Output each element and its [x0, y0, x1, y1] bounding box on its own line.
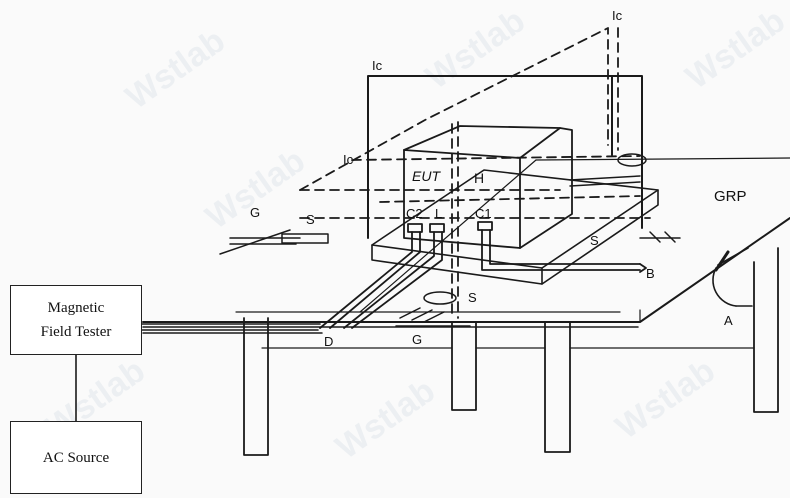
magnetic-field-tester-label-line2: Field Tester	[40, 324, 112, 340]
angle-a-marker	[712, 247, 753, 307]
ground-reference-plane	[142, 157, 790, 334]
magnetic-field-tester-label-line1: Magnetic	[47, 300, 105, 316]
ground-strap-left	[219, 229, 329, 255]
label-eut: EUT	[412, 168, 440, 184]
label-g-left: G	[250, 205, 261, 220]
table-legs	[243, 247, 779, 456]
ground-clamp-top	[569, 153, 647, 187]
label-a: A	[724, 313, 733, 328]
label-h: H	[474, 170, 485, 186]
label-b: B	[646, 266, 655, 281]
ground-clamp-bottom	[395, 291, 471, 327]
tester-cable	[141, 323, 321, 331]
label-ic-left-mid: Ic	[343, 152, 354, 167]
label-d: D	[324, 334, 334, 349]
label-l: L	[435, 206, 443, 221]
induction-loop-dashed	[299, 27, 651, 319]
ac-source-box: AC Source	[10, 421, 142, 494]
label-ic-left-top: Ic	[372, 58, 383, 73]
label-s-bottom: S	[468, 290, 477, 305]
ac-source-label: AC Source	[42, 449, 110, 466]
label-c1: C1	[475, 206, 492, 221]
label-g-bottom: G	[412, 332, 423, 347]
label-s-left: S	[306, 212, 315, 227]
port-cables	[319, 221, 647, 329]
label-grp: GRP	[714, 188, 747, 205]
magnetic-field-tester-box: Magnetic Field Tester	[10, 285, 142, 355]
eut-box	[403, 125, 573, 249]
label-s-right: S	[590, 233, 599, 248]
ground-strap-right	[639, 231, 681, 243]
label-ic-top: Ic	[612, 8, 623, 23]
insulating-support	[371, 169, 659, 285]
label-c2: C2	[406, 206, 423, 221]
induction-loop-solid	[367, 75, 643, 239]
